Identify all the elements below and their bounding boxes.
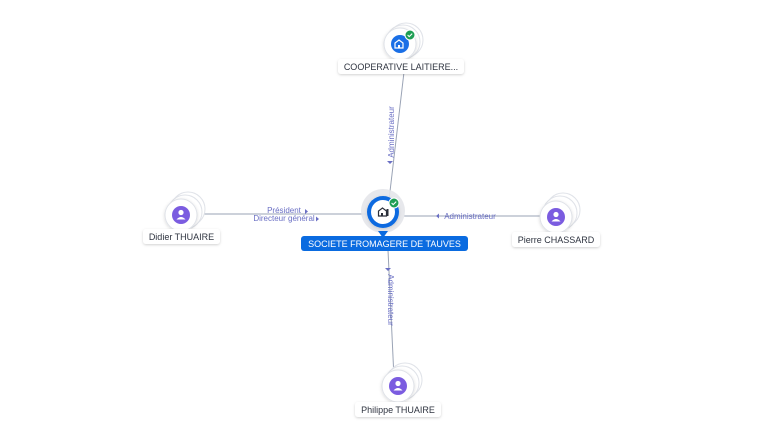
edge-right-arrow-icon — [436, 213, 439, 219]
edge-left-label-2: Directeur général — [253, 214, 315, 223]
edge-bottom: Administrateur — [385, 249, 395, 379]
person-icon — [547, 208, 565, 226]
node-didier-thuaire[interactable]: Didier THUAIRE — [143, 191, 220, 244]
node-philippe-thuaire-label: Philippe THUAIRE — [361, 405, 435, 415]
company-icon — [377, 207, 389, 217]
edge-bottom-arrow-icon — [385, 268, 391, 271]
edge-top-label: Administrateur — [387, 106, 396, 158]
edge-top: Administrateur — [387, 71, 405, 201]
node-didier-thuaire-label: Didier THUAIRE — [149, 232, 214, 242]
node-societe-fromagere-label: SOCIETE FROMAGERE DE TAUVES — [308, 239, 461, 249]
node-pierre-chassard[interactable]: Pierre CHASSARD — [512, 192, 600, 247]
edge-right-label: Administrateur — [444, 212, 496, 221]
edge-top-arrow-icon — [387, 161, 393, 164]
edge-left: Président Directeur général — [200, 206, 366, 223]
node-pierre-chassard-label: Pierre CHASSARD — [518, 235, 595, 245]
edge-left-label-1: Président — [267, 206, 302, 215]
person-icon — [389, 377, 407, 395]
verified-check-icon — [404, 29, 416, 41]
node-societe-fromagere[interactable]: SOCIETE FROMAGERE DE TAUVES — [301, 189, 468, 251]
node-cooperative-label: COOPERATIVE LAITIERE... — [344, 62, 458, 72]
edge-bottom-label: Administrateur — [386, 274, 395, 326]
edge-left-arrow-1-icon — [305, 209, 308, 214]
verified-check-icon — [388, 197, 400, 209]
node-cooperative[interactable]: COOPERATIVE LAITIERE... — [338, 22, 464, 74]
node-philippe-thuaire[interactable]: Philippe THUAIRE — [355, 362, 441, 417]
company-icon — [391, 35, 409, 53]
person-icon — [172, 206, 190, 224]
edge-left-arrow-2-icon — [316, 216, 319, 222]
edge-right: Administrateur — [404, 212, 545, 221]
